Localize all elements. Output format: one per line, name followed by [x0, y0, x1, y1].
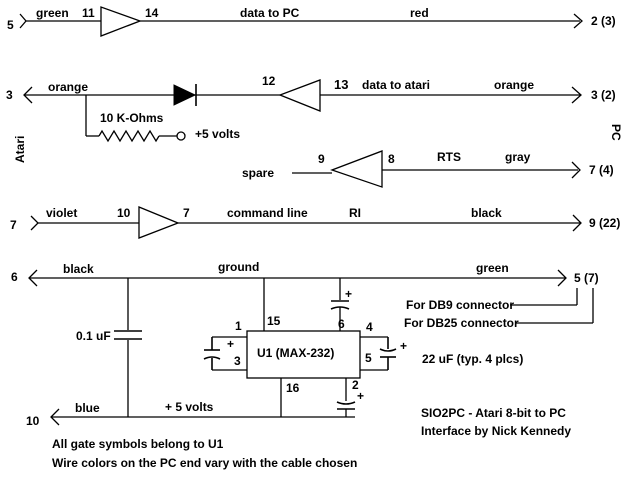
cap2-plus: + [357, 389, 364, 403]
signal-ri: RI [349, 206, 361, 220]
diode [173, 84, 197, 106]
cap3-plus: + [227, 337, 234, 351]
wire-color-black-bottom: black [63, 262, 94, 276]
wire-color-blue: blue [75, 401, 100, 415]
gate4-pin-out: 7 [183, 206, 190, 220]
cap5-plus: + [400, 339, 407, 353]
db25-label: For DB25 connector [404, 316, 519, 330]
buffer-gate-1 [100, 6, 142, 37]
chip-cap-5: 5 [365, 351, 372, 365]
signal-rts: RTS [437, 150, 461, 164]
cap-main-label: 0.1 uF [76, 329, 111, 343]
signal-data-to-pc: data to PC [240, 6, 300, 20]
note-line-1: All gate symbols belong to U1 [52, 437, 224, 451]
pc-connector-5 [557, 269, 567, 287]
atari-side-label: Atari [13, 136, 27, 163]
row-command-line: 7 violet 10 7 command line RI black 9 (2… [10, 206, 620, 239]
gate3-pin-in: 8 [388, 152, 395, 166]
wire-color-orange-left: orange [48, 80, 88, 94]
wire-color-gray: gray [505, 150, 531, 164]
capacitor-2-plate-top [336, 401, 356, 405]
wire-color-green: green [36, 6, 69, 20]
terminal-plus5 [176, 131, 186, 141]
cap6-plus: + [345, 287, 352, 301]
plus5-label: +5 volts [195, 127, 240, 141]
chip-cap-6: 6 [338, 317, 345, 331]
signal-plus5-bottom: + 5 volts [165, 400, 214, 414]
pc-pin-3: 3 (2) [591, 88, 616, 102]
pc-connector-7 [571, 161, 581, 179]
gate2-pin-in: 13 [334, 77, 348, 92]
signal-data-to-atari: data to atari [362, 78, 430, 92]
chip-pin-16: 16 [286, 381, 300, 395]
gate2-pin-out: 12 [262, 74, 276, 88]
pc-pin-9: 9 (22) [589, 216, 620, 230]
wire-color-black: black [471, 206, 502, 220]
buffer-gate-4 [138, 206, 180, 239]
wire-color-green-bottom: green [476, 261, 509, 275]
wire-color-violet: violet [46, 206, 77, 220]
atari-pin-7: 7 [10, 218, 17, 232]
signal-command-line: command line [227, 206, 308, 220]
note-line-2: Wire colors on the PC end vary with the … [52, 456, 357, 470]
cap22-label: 22 uF (typ. 4 plcs) [422, 352, 523, 366]
atari-pin-6: 6 [11, 270, 18, 284]
gate4-pin-in: 10 [117, 206, 131, 220]
wire-color-red: red [410, 6, 429, 20]
chip-u1: U1 (MAX-232) 15 1 16 + 3 + 5 4 22 uF (ty… [203, 278, 523, 417]
signal-ground: ground [218, 260, 259, 274]
pc-pin-7: 7 (4) [589, 163, 614, 177]
chip-pin-1: 1 [235, 319, 242, 333]
signal-spare: spare [242, 166, 274, 180]
pc-connector-9 [572, 214, 582, 232]
chip-cap-2: 2 [352, 378, 359, 392]
gate3-pin-out: 9 [318, 152, 325, 166]
wire-color-orange-right: orange [494, 78, 534, 92]
row-data-to-atari: 3 orange 12 13 data to atari orange 3 (2… [6, 74, 616, 143]
row-rts: spare 9 8 RTS gray 7 (4) [242, 150, 614, 188]
chip-label: U1 (MAX-232) [257, 346, 334, 360]
pc-connector-3 [571, 86, 582, 104]
atari-connector-5 [19, 13, 27, 29]
atari-pin-10: 10 [26, 414, 40, 428]
pc-side-label: PC [609, 124, 623, 141]
capacitor-3-plate-bottom [203, 356, 221, 360]
resistor-label: 10 K-Ohms [100, 111, 164, 125]
pc-pin-2: 2 (3) [591, 14, 616, 28]
gate1-pin-in: 11 [82, 6, 95, 20]
pc-pin-5: 5 (7) [574, 271, 599, 285]
buffer-gate-3 [330, 150, 383, 188]
chip-pin-4: 4 [366, 320, 373, 334]
title-line-2: Interface by Nick Kennedy [421, 424, 571, 438]
row-data-to-pc: 5 green 11 14 data to PC red 2 (3) [7, 6, 616, 37]
gate1-pin-out: 14 [145, 6, 159, 20]
chip-cap-3: 3 [234, 354, 241, 368]
atari-pin-5: 5 [7, 18, 14, 32]
db9-label: For DB9 connector [406, 298, 514, 312]
row-ground: 6 black ground green 5 (7) For DB9 conne… [11, 260, 599, 330]
atari-connector-7 [30, 215, 39, 231]
power-section: 0.1 uF 10 blue + 5 volts [26, 278, 355, 428]
pc-connector-2 [573, 13, 583, 29]
buffer-gate-2 [278, 79, 321, 112]
resistor [98, 129, 160, 143]
chip-pin-15: 15 [267, 314, 281, 328]
title-line-1: SIO2PC - Atari 8-bit to PC [421, 406, 566, 420]
capacitor-5-plate-top [379, 348, 397, 352]
chip-body [246, 330, 361, 379]
atari-pin-3: 3 [6, 88, 13, 102]
